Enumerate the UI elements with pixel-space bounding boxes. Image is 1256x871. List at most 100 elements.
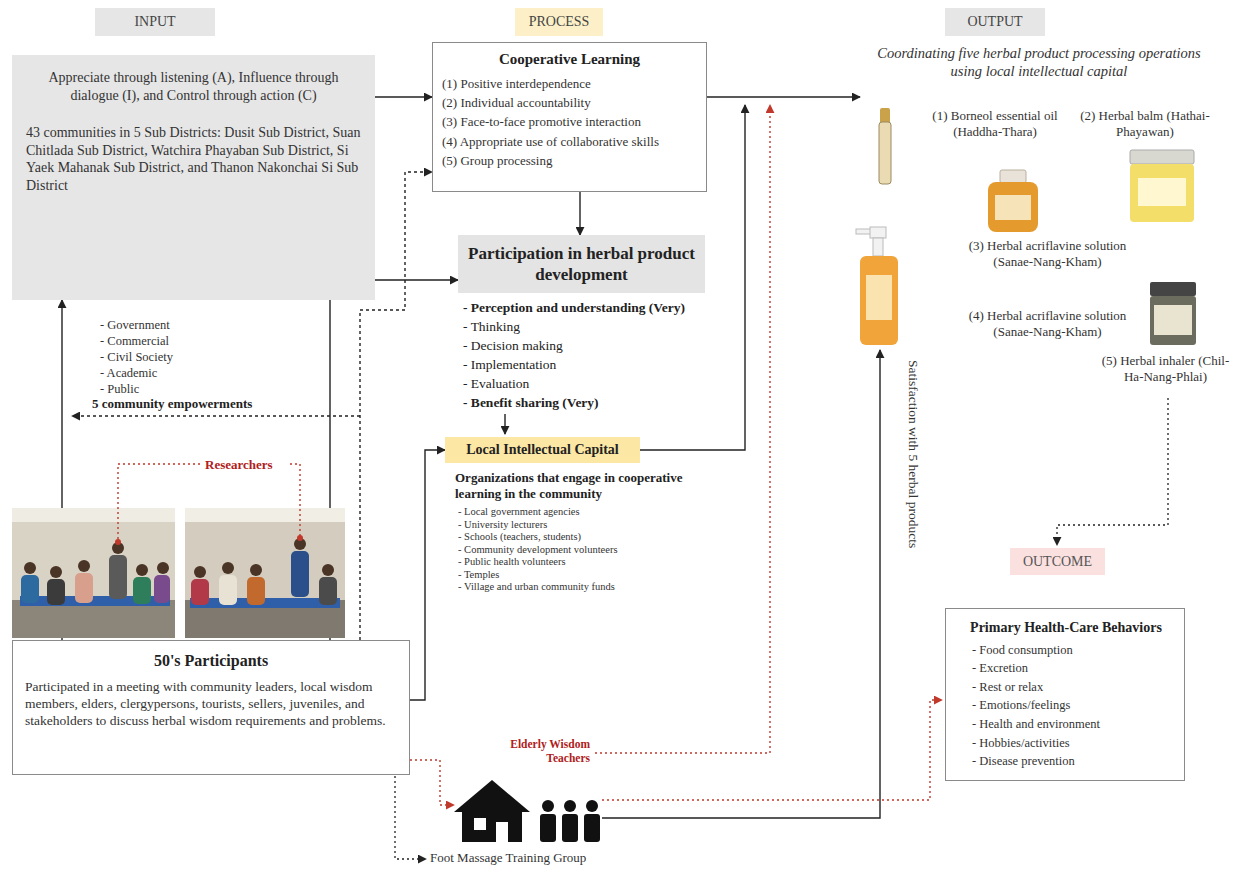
- behavior-box: Primary Health-Care Behaviors - Food cons…: [945, 608, 1185, 781]
- sector-item: - Government: [100, 318, 260, 334]
- person-body: [291, 551, 309, 597]
- organization-item: - Public health volunteers: [458, 556, 708, 568]
- participants-box: 50's ParticipantsParticipated in a meeti…: [12, 640, 410, 775]
- participation-step: - Thinking: [463, 319, 735, 336]
- sector-item: - Commercial: [100, 334, 260, 350]
- flow-arrow: [579, 192, 580, 235]
- participant-teacher-arrow: [410, 760, 454, 805]
- researcher-pointer: [118, 464, 200, 542]
- photo-wall: [185, 508, 345, 638]
- input-box: Appreciate through listening (A), Influe…: [12, 55, 375, 300]
- teacher-head: [564, 800, 576, 812]
- pump-neck: [873, 238, 883, 256]
- node-text: Local Intellectual Capital: [451, 441, 634, 459]
- outcome-header: OUTCOME: [1010, 548, 1105, 575]
- organization-item: - Temples: [458, 569, 708, 581]
- benefit-arrow: [504, 414, 505, 434]
- sector-item: - Civil Society: [100, 350, 260, 366]
- output-arrow: [707, 96, 860, 97]
- participation-step: - Perception and understanding (Very): [463, 300, 735, 317]
- satisfaction-label: Satisfaction with 5 herbal products: [904, 360, 921, 548]
- participation-step: - Implementation: [463, 357, 735, 374]
- participation-step: - Benefit sharing (Very): [463, 395, 735, 412]
- person-head: [136, 564, 148, 576]
- participation-step: - Evaluation: [463, 376, 735, 393]
- person-head: [322, 564, 334, 576]
- organization-item: - Village and urban community funds: [458, 581, 708, 593]
- node-text: INPUT: [101, 13, 209, 31]
- node-text: PROCESS: [521, 13, 597, 31]
- jar-label: [1138, 178, 1186, 206]
- teacher-head: [542, 800, 554, 812]
- person-body: [319, 577, 337, 605]
- jar-body: [1130, 164, 1194, 222]
- node-heading: Primary Health-Care Behaviors: [960, 619, 1172, 637]
- node-text: Participation in herbal product developm…: [466, 243, 697, 286]
- process-box: Cooperative Learning(1) Positive interde…: [432, 42, 707, 192]
- node-heading: 50's Participants: [25, 651, 397, 671]
- jar-lid: [1150, 282, 1196, 296]
- person-body: [154, 575, 170, 603]
- teacher-body: [562, 814, 578, 842]
- jar-label: [1154, 305, 1192, 335]
- list-item: - Disease prevention: [972, 754, 1172, 770]
- bottle-body: [988, 182, 1038, 232]
- person-head: [194, 566, 206, 578]
- node-text: 43 communities in 5 Sub Districts: Dusit…: [26, 124, 361, 194]
- node-heading: Cooperative Learning: [442, 50, 697, 69]
- person-head: [78, 560, 90, 572]
- pump-bottle: [856, 227, 898, 345]
- person-head: [24, 562, 36, 574]
- person-body: [191, 579, 209, 605]
- process-box: Participation in herbal product developm…: [458, 235, 705, 293]
- person-body: [219, 575, 237, 605]
- product-label: (2) Herbal balm (Hathai-Phayawan): [1080, 108, 1210, 141]
- meeting-photo: [185, 508, 345, 638]
- researcher-pointer: [290, 464, 300, 538]
- person-body: [109, 555, 127, 599]
- organization-item: - University lecturers: [458, 519, 708, 531]
- participation-step: - Decision making: [463, 338, 735, 355]
- house-icon: [454, 780, 600, 842]
- bottle-body: [879, 122, 891, 184]
- list-item: - Emotions/feelings: [972, 698, 1172, 714]
- list-item: (4) Appropriate use of collaborative ski…: [442, 134, 697, 150]
- meeting-photo: [12, 508, 175, 638]
- list-item: - Rest or relax: [972, 680, 1172, 696]
- house-door: [496, 822, 508, 842]
- photo-ceiling: [185, 508, 345, 522]
- list-item: - Excretion: [972, 661, 1172, 677]
- person-body: [47, 579, 65, 605]
- person-head: [250, 564, 262, 576]
- person-head: [50, 566, 62, 578]
- bottle-cap: [1000, 170, 1026, 183]
- list-item: (2) Individual accountability: [442, 95, 697, 111]
- pump-head: [870, 227, 886, 238]
- photo-ceiling: [12, 508, 175, 522]
- outcome-arrow: [1057, 398, 1168, 545]
- list-item: - Food consumption: [972, 643, 1172, 659]
- person-head: [157, 562, 169, 574]
- group-label: Foot Massage Training Group: [430, 850, 660, 866]
- organization-heading: Organizations that engage in cooperative…: [455, 470, 710, 503]
- organization-item: - Community development volunteers: [458, 544, 708, 556]
- flow-arrow: [410, 450, 445, 700]
- researcher-dot: [297, 535, 303, 541]
- behavior-arrow: [602, 700, 942, 800]
- bottle-body: [860, 256, 898, 345]
- researcher-dot: [115, 539, 121, 545]
- person-body: [133, 577, 151, 604]
- process-box: Local Intellectual Capital: [445, 437, 640, 463]
- flow-arrow: [330, 280, 458, 640]
- person-body: [247, 577, 265, 605]
- list-item: (3) Face-to-face promotive interaction: [442, 114, 697, 130]
- sector-item: - Public: [100, 382, 260, 398]
- output-text: Coordinating five herbal product process…: [868, 44, 1210, 80]
- person-head: [222, 562, 234, 574]
- node-text: OUTPUT: [951, 13, 1039, 31]
- product-label: (1) Borneol essential oil (Haddha-Thara): [915, 108, 1075, 141]
- section-header: PROCESS: [515, 8, 603, 36]
- section-header: OUTPUT: [945, 8, 1045, 36]
- teacher-body: [540, 814, 556, 842]
- product-label: (3) Herbal acriflavine solution (Sanae-N…: [950, 238, 1145, 271]
